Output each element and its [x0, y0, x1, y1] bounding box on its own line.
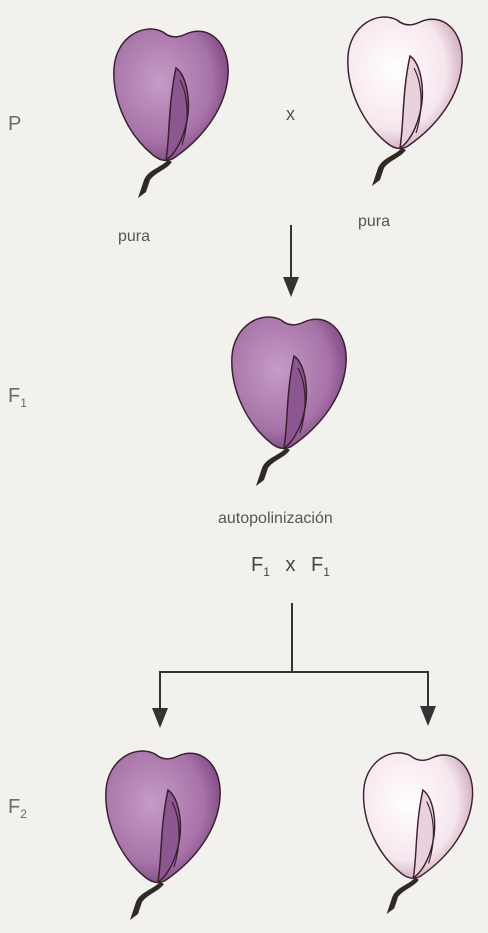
self-pollination-label: autopolinización [218, 510, 333, 528]
f1-cross-right: F1 [311, 554, 330, 576]
f1-cross-label: F1 x F1 [251, 554, 330, 579]
generation-label-p: P [8, 113, 21, 136]
f1-cross-left: F1 [251, 554, 270, 576]
parent-left-label: pura [118, 228, 150, 246]
generation-label-f2: F2 [8, 796, 27, 821]
f2-purple-flower [100, 742, 230, 927]
generation-label-f1: F1 [8, 385, 27, 410]
f2-white-flower [358, 740, 482, 925]
parent-right-label: pura [358, 213, 390, 231]
parent-cross-symbol: x [286, 104, 295, 125]
parent-white-flower [342, 8, 472, 193]
parent-purple-flower [108, 20, 238, 205]
f1-purple-flower [226, 308, 356, 493]
f1-cross-symbol: x [285, 554, 295, 576]
